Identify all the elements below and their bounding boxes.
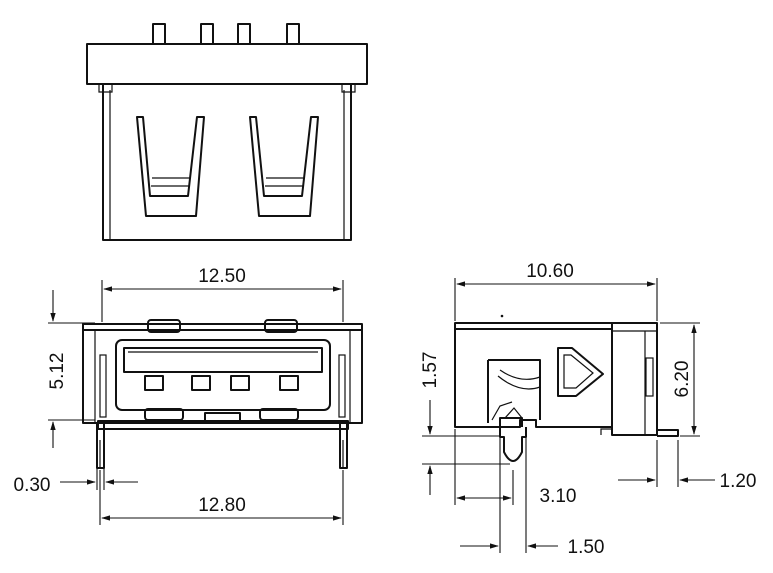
side-shell <box>611 322 658 436</box>
dim-pin-thickness: 0.30 <box>14 475 51 496</box>
side-dimensions: 10.60 6.20 1.57 3.10 1.50 1.20 <box>420 261 756 558</box>
side-tail <box>657 429 679 437</box>
front-contact-1 <box>144 375 164 391</box>
side-view <box>454 322 679 462</box>
top-pin-1 <box>152 23 166 45</box>
front-clip-top-right <box>264 319 298 333</box>
top-pin-3 <box>237 23 251 45</box>
top-pin-2 <box>200 23 214 45</box>
dim-side-height: 6.20 <box>672 361 693 398</box>
front-contact-2 <box>191 375 211 391</box>
side-body <box>454 322 613 428</box>
front-port-opening <box>115 339 331 411</box>
top-shell-outline <box>102 84 352 241</box>
front-clip-bottom-mid <box>204 412 241 422</box>
top-latch-left <box>136 116 205 217</box>
top-pin-4 <box>286 23 300 45</box>
dim-standoff: 1.57 <box>420 352 441 389</box>
dim-tail-length: 1.20 <box>720 471 757 492</box>
top-view <box>86 23 368 241</box>
front-contact-3 <box>230 375 250 391</box>
dim-peg-offset: 3.10 <box>540 486 577 507</box>
front-shell <box>82 323 363 424</box>
dim-pin-span: 12.80 <box>198 495 246 516</box>
dim-side-length: 10.60 <box>526 261 574 282</box>
front-view <box>82 319 363 469</box>
front-dimensions: 12.50 5.12 0.30 12.80 <box>14 266 344 525</box>
side-peg <box>499 407 527 462</box>
side-latch <box>557 347 604 397</box>
top-latch-right <box>249 116 319 217</box>
dim-peg-width: 1.50 <box>568 537 605 558</box>
side-spring <box>487 359 541 423</box>
front-clip-top-left <box>147 319 181 333</box>
top-body-block <box>86 43 368 85</box>
dim-front-width: 12.50 <box>198 266 246 287</box>
front-contact-4 <box>279 375 299 391</box>
dim-front-height: 5.12 <box>47 353 68 390</box>
